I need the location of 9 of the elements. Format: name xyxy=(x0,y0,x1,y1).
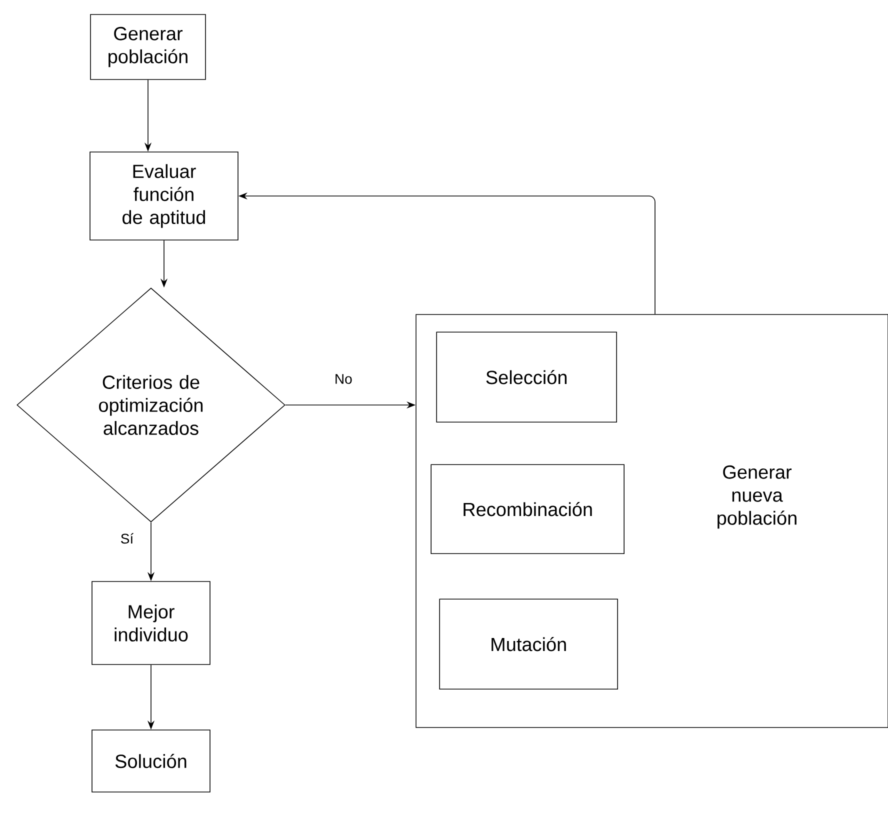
edge-label: No xyxy=(333,373,354,385)
process-box: Recombinación xyxy=(430,464,624,554)
process-box: Mutación xyxy=(439,598,618,690)
process-box: Generar población xyxy=(90,14,206,80)
process-box: Mejor individuo xyxy=(92,581,210,665)
edge-label: Sí xyxy=(119,532,135,545)
process-box: Evaluar función de aptitud xyxy=(90,152,238,240)
process-box: Solución xyxy=(92,730,210,792)
process-box: Selección xyxy=(436,332,617,422)
